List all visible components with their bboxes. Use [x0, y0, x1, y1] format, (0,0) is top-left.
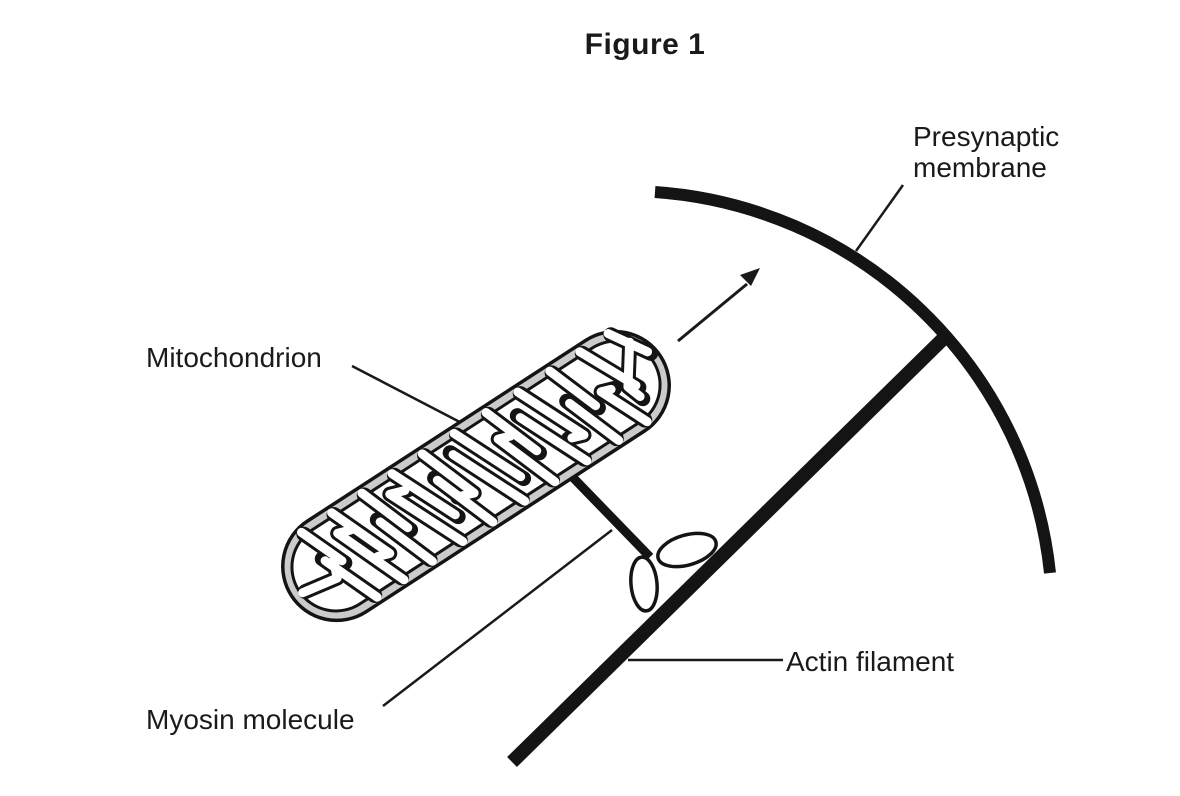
crista — [449, 428, 526, 482]
mitochondrion-cristae — [296, 327, 659, 603]
crista — [448, 450, 530, 506]
mitochondrion-leader-line — [351, 364, 480, 434]
crista — [596, 384, 652, 427]
crista — [387, 469, 460, 520]
label-actin-filament: Actin filament — [786, 646, 955, 677]
presynaptic-membrane-arc — [654, 186, 1056, 574]
crista — [375, 517, 437, 566]
label-myosin-molecule: Myosin molecule — [146, 704, 355, 735]
crista — [327, 508, 395, 561]
crista — [545, 366, 601, 411]
crista — [513, 387, 589, 443]
crista — [417, 449, 479, 501]
myosin-head-oval-vertical — [629, 555, 659, 613]
direction-arrow-shaft — [677, 282, 748, 343]
figure-title: Figure 1 — [584, 28, 706, 61]
crista — [515, 413, 592, 466]
mitochondrion-illustration — [281, 327, 671, 623]
myosin-head-oval-horizontal — [656, 531, 718, 569]
direction-arrow-head — [740, 268, 760, 286]
label-presynaptic-membrane: Presynaptic membrane — [913, 121, 1060, 183]
crista — [493, 431, 560, 487]
label-mitochondrion: Mitochondrion — [146, 342, 322, 373]
crista — [565, 398, 624, 445]
crista — [357, 488, 413, 533]
presynaptic-leader-line — [854, 184, 905, 252]
crista — [432, 475, 498, 527]
crista — [333, 525, 409, 585]
crista — [623, 337, 645, 402]
crista — [298, 555, 342, 598]
myosin-leader-line — [382, 529, 613, 707]
crista — [385, 485, 468, 546]
crista — [481, 407, 542, 456]
crista — [296, 527, 347, 566]
actin-filament-line — [507, 329, 953, 767]
